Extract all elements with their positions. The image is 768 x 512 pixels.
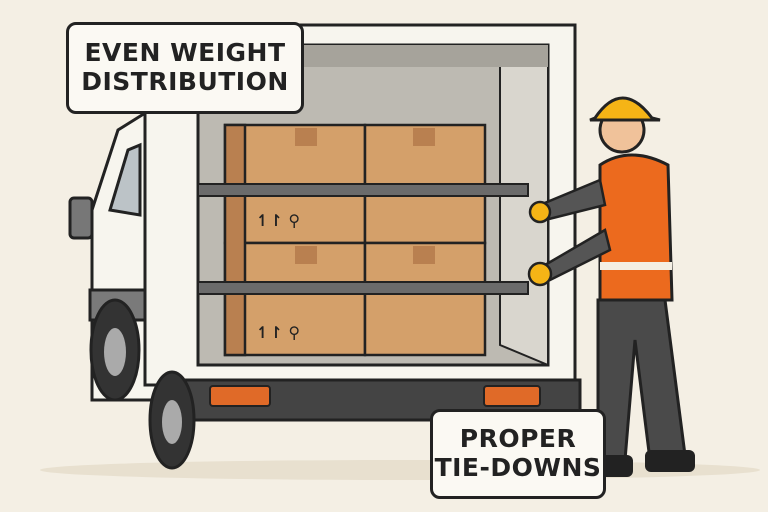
- callout-line: DISTRIBUTION: [81, 67, 289, 96]
- svg-text:↿↾ ⚲: ↿↾ ⚲: [256, 211, 300, 230]
- callout-proper-tie-downs: PROPER TIE-DOWNS: [430, 409, 606, 499]
- cargo-boxes: ↿↾ ⚲ ↿↾ ⚲: [223, 123, 487, 357]
- callout-line: PROPER: [459, 424, 577, 454]
- tie-down-straps: [197, 183, 529, 295]
- callout-even-weight-distribution: EVEN WEIGHT DISTRIBUTION: [66, 22, 304, 114]
- callout-line: EVEN WEIGHT: [84, 38, 286, 68]
- svg-text:↿↾ ⚲: ↿↾ ⚲: [256, 323, 300, 342]
- callout-line: TIE-DOWNS: [434, 453, 602, 482]
- worker: [527, 96, 695, 477]
